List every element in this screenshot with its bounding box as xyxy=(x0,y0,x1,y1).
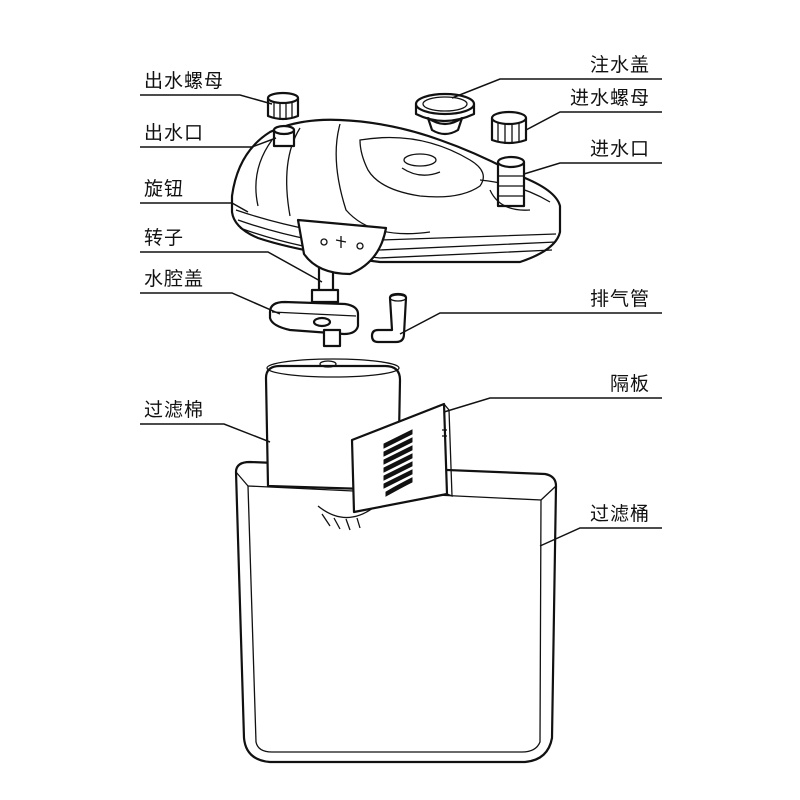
label-filter-bucket: 过滤桶 xyxy=(590,503,651,525)
inlet-nut-shape xyxy=(490,110,528,145)
label-fill-cap: 注水盖 xyxy=(590,54,651,76)
vent-pipe-shape xyxy=(370,292,408,344)
chamber-cover-shape xyxy=(268,300,360,348)
outlet-nut-shape xyxy=(266,91,300,121)
label-chamber-cover: 水腔盖 xyxy=(144,268,205,290)
label-inlet: 进水口 xyxy=(590,138,651,160)
label-outlet-nut: 出水螺母 xyxy=(144,70,225,92)
pump-head-shape xyxy=(230,118,562,276)
label-knob: 旋钮 xyxy=(144,178,185,200)
divider-shape xyxy=(350,402,453,514)
label-divider: 隔板 xyxy=(610,373,651,395)
label-filter-sponge: 过滤棉 xyxy=(144,399,205,421)
inlet-port-shape xyxy=(489,155,531,211)
filter-bucket-shape xyxy=(234,460,558,764)
leader-lines xyxy=(140,78,662,547)
outlet-port-shape xyxy=(272,124,296,148)
fill-cap-shape xyxy=(414,92,476,136)
label-inlet-nut: 进水螺母 xyxy=(570,87,651,109)
label-vent-pipe: 排气管 xyxy=(590,288,651,310)
label-outlet: 出水口 xyxy=(144,122,205,144)
label-rotor: 转子 xyxy=(144,227,185,249)
